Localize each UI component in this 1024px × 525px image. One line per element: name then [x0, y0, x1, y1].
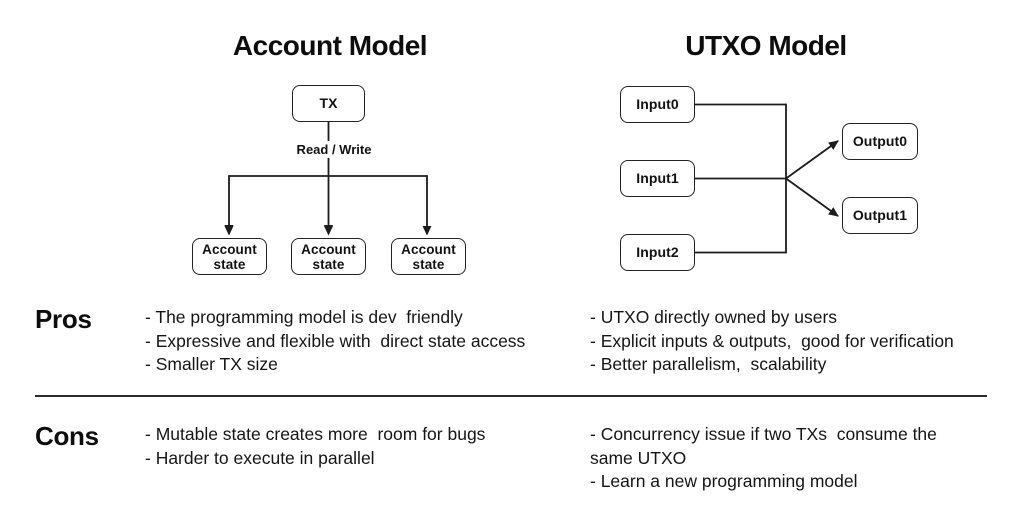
list-item: - Harder to execute in parallel: [145, 447, 375, 468]
input0-node: Input0: [620, 86, 695, 123]
pros-heading: Pros: [35, 304, 92, 334]
list-item: - Mutable state creates more room for bu…: [145, 424, 486, 444]
input1-node: Input1: [620, 160, 695, 197]
account-model-title: Account Model: [232, 30, 428, 61]
cons-account-list: - Mutable state creates more room for bu…: [145, 423, 485, 470]
read-write-edge-label: Read / Write: [291, 141, 377, 158]
account-state-node: Account state: [391, 238, 466, 275]
cons-utxo-list: - Concurrency issue if two TXs consume t…: [590, 423, 937, 494]
account-state-node: Account state: [291, 238, 366, 275]
list-item: same UTXO: [590, 447, 687, 468]
list-item: - Explicit inputs & outputs, good for ve…: [590, 330, 954, 351]
account-state-node: Account state: [192, 238, 267, 275]
list-item: - Concurrency issue if two TXs consume t…: [590, 424, 937, 444]
list-item: - Expressive and flexible with direct st…: [145, 330, 526, 351]
section-divider: [35, 395, 987, 397]
list-item: - The programming model is dev friendly: [145, 307, 463, 327]
output0-node: Output0: [842, 123, 918, 160]
output1-node: Output1: [842, 197, 918, 234]
list-item: - Smaller TX size: [145, 354, 278, 375]
list-item: - Learn a new programming model: [590, 471, 858, 492]
pros-utxo-list: - UTXO directly owned by users - Explicit…: [590, 306, 954, 377]
utxo-model-title: UTXO Model: [685, 30, 847, 61]
pros-account-list: - The programming model is dev friendly -…: [145, 306, 525, 377]
list-item: - UTXO directly owned by users: [590, 307, 838, 327]
list-item: - Better parallelism, scalability: [590, 354, 827, 375]
input2-node: Input2: [620, 234, 695, 271]
cons-heading: Cons: [35, 421, 99, 451]
tx-node: TX: [292, 85, 365, 122]
